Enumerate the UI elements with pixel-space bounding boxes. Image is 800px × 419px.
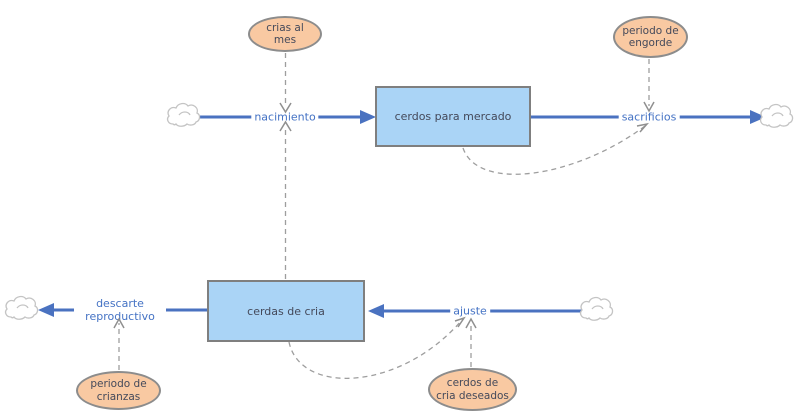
cloud-source-nacimiento-icon[interactable]: [166, 102, 201, 127]
stock-label: cerdas de cria: [247, 304, 325, 318]
flow-label-sacrificios[interactable]: sacrificios: [618, 110, 680, 124]
cloud-sink-descarte-icon[interactable]: [4, 295, 39, 320]
flow-label-descarte-reproductivo[interactable]: descarte reproductivo: [74, 296, 166, 324]
aux-label: periodo de crianzas: [90, 378, 147, 403]
flow-label-nacimiento[interactable]: nacimiento: [251, 110, 319, 124]
aux-periodo-de-crianzas[interactable]: periodo de crianzas: [76, 371, 161, 410]
flow-arrowhead-nacimiento-icon[interactable]: [360, 110, 376, 124]
aux-cerdos-de-cria-deseados[interactable]: cerdos de cria deseados: [428, 368, 517, 411]
stock-cerdos-para-mercado[interactable]: cerdos para mercado: [375, 86, 531, 147]
link-cerdas-de-cria-to-ajuste[interactable]: [288, 319, 463, 379]
stock-label: cerdos para mercado: [394, 110, 512, 123]
aux-label: cerdos de cria deseados: [436, 377, 509, 402]
aux-crias-al-mes[interactable]: crias al mes: [248, 16, 322, 52]
flow-arrowhead-ajuste-icon[interactable]: [368, 304, 384, 318]
stock-cerdas-de-cria[interactable]: cerdas de cria: [207, 280, 365, 342]
flow-label-ajuste[interactable]: ajuste: [450, 304, 490, 318]
aux-label: periodo de engorde: [622, 24, 679, 49]
cloud-source-ajuste-icon[interactable]: [579, 296, 614, 321]
flow-arrowhead-descarte-reproductivo-icon[interactable]: [38, 303, 54, 317]
cloud-sink-sacrificios-icon[interactable]: [759, 103, 794, 128]
aux-label: crias al mes: [266, 21, 304, 46]
flow-arrowhead-sacrificios-icon[interactable]: [750, 110, 766, 124]
aux-periodo-de-engorde[interactable]: periodo de engorde: [613, 16, 688, 58]
